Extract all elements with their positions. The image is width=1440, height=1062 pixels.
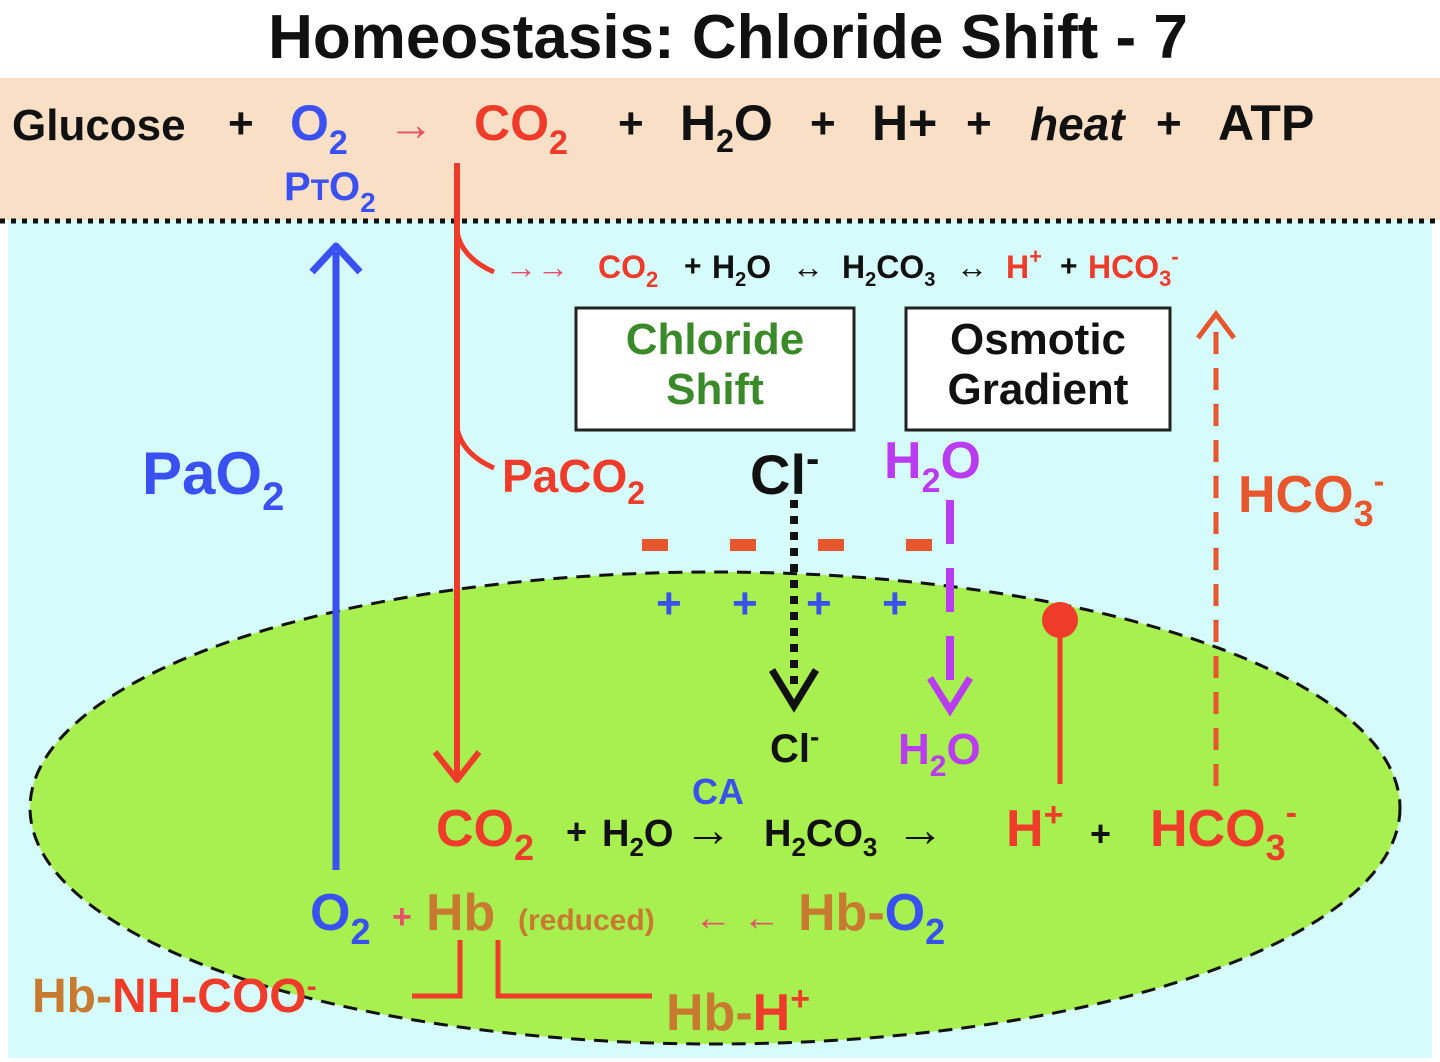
glucose-label: Glucose [12,101,186,150]
plasma-co2-label: CO2 [598,249,658,292]
rbc-hplus-label: H+ [1006,796,1063,858]
plus-sign: + [1156,99,1182,148]
negative-charges [642,539,932,551]
protonated-hemoglobin-label: Hb-H+ [666,980,810,1042]
plus-sign: + [392,898,412,936]
rbc-co2-label: CO2 [436,800,534,868]
rbc-h2o-label: H2O [602,813,673,862]
plasma-carbonic-acid-equation: →→ CO2 + H2O ↔ H2CO3 ↔ H+ + HCO3- [505,244,1179,292]
protonated-hb-connector [495,940,652,999]
plasma-h2co3-label: H2CO3 [842,249,935,291]
heat-label: heat [1030,98,1126,150]
plus-sign: + [810,99,836,148]
osmotic-gradient-line2: Gradient [948,365,1129,414]
rbc-water-label: H2O [898,725,981,783]
h2o-product-label: H2O [680,95,773,159]
osmotic-gradient-line1: Osmotic [950,315,1126,364]
hplus-product-label: H+ [872,95,937,151]
plus-sign: + [228,99,254,148]
carbon-dioxide-arrowhead [432,750,482,783]
o2-label: O2 [290,95,348,162]
carbonic-anhydrase-label: CA [692,771,744,812]
reaction-arrow: → [684,804,732,857]
equilibrium-arrow: ↔ [792,249,824,285]
plasma-bicarbonate-label: HCO3- [1238,463,1384,534]
minus-sign [906,539,932,551]
water-arrowhead [927,676,973,717]
hemoglobin-equation: O2 + Hb (reduced) ← ← Hb-O2 [310,884,945,952]
released-o2-label: O2 [310,884,370,952]
plus-charge: + [656,579,682,628]
equilibrium-arrow: ↔ [956,249,988,285]
bicarbonate-arrowhead [1196,309,1236,340]
plasma-hplus-label: H+ [1006,244,1042,285]
osmotic-gradient-box: Osmotic Gradient [904,306,1172,432]
rbc-h2co3-label: H2CO3 [764,813,877,862]
carbaminohemoglobin-label: Hb-NH-COO- [32,970,317,1023]
plasma-branch-line [454,231,496,275]
pao2-label: PaO2 [142,440,284,519]
plasma-hco3-label: HCO3- [1088,244,1179,291]
dissociation-arrows: ← ← [694,897,781,939]
reaction-arrow: → [896,804,944,857]
plasma-h2o-label: H2O [712,249,771,291]
paco2-branch-line [454,427,496,471]
oxyhemoglobin-label: Hb-O2 [798,884,945,952]
tissue-band [0,78,1440,220]
plus-sign: + [966,99,992,148]
rbc-carbonic-acid-equation: CA CO2 + H2O → H2CO3 → H+ + HCO3- [436,771,1297,868]
chloride-shift-box: Chloride Shift [574,306,856,432]
oxygen-arrowhead [309,242,363,275]
chloride-arrowhead [769,668,819,713]
positive-charges: + + + + [656,579,908,628]
reduced-hemoglobin-label: Hb [426,884,495,942]
plus-sign: + [566,811,587,852]
rbc-bicarbonate-label: HCO3- [1150,794,1297,868]
reduced-annotation: (reduced) [518,904,655,937]
page-title: Homeostasis: Chloride Shift - 7 [268,3,1188,72]
plus-sign: + [618,99,644,148]
chloride-shift-line2: Shift [666,365,764,414]
plus-sign: + [1060,250,1078,283]
minus-sign [730,539,756,551]
plus-charge: + [882,579,908,628]
co2-product-label: CO2 [474,95,568,162]
plus-sign: + [1090,813,1111,854]
rbc-chloride-label: Cl- [770,721,819,771]
reaction-arrow: → [388,98,434,150]
minus-sign [642,539,668,551]
carbamino-connector [412,940,463,999]
plasma-chloride-label: Cl- [750,437,819,506]
plus-sign: + [684,250,702,283]
hydrogen-ion-block-dot [1042,602,1078,638]
plus-charge: + [806,579,832,628]
double-arrow: →→ [505,249,569,285]
cellular-respiration-equation: Glucose + O2 → CO2 + H2O + H+ + heat + A… [12,95,1314,162]
atp-label: ATP [1218,95,1314,151]
chloride-shift-line1: Chloride [626,315,804,364]
plasma-water-label: H2O [884,432,981,500]
paco2-label: PaCO2 [502,450,645,511]
plus-charge: + [732,579,758,628]
minus-sign [818,539,844,551]
pto2-label: PTO2 [284,165,376,218]
